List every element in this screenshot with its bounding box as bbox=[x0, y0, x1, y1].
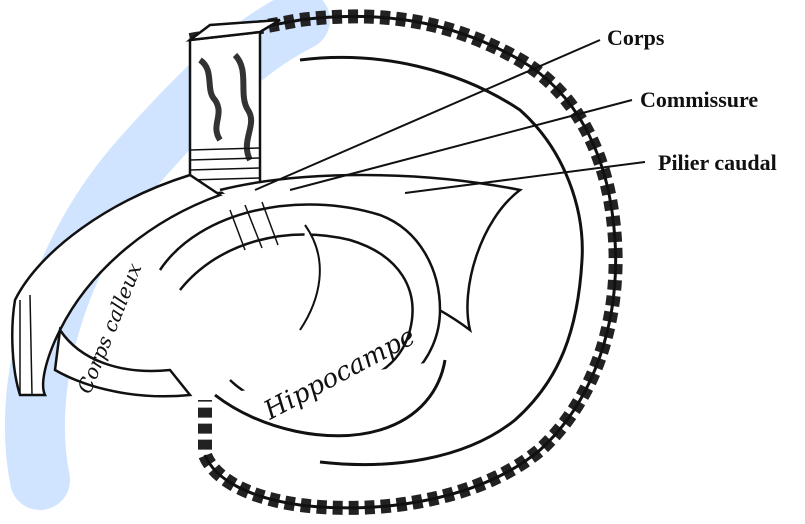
label-commissure: Commissure bbox=[640, 87, 758, 112]
fornix-hippocampus bbox=[160, 175, 520, 436]
label-pilier-caudal: Pilier caudal bbox=[658, 150, 777, 175]
label-corps: Corps bbox=[607, 25, 665, 50]
